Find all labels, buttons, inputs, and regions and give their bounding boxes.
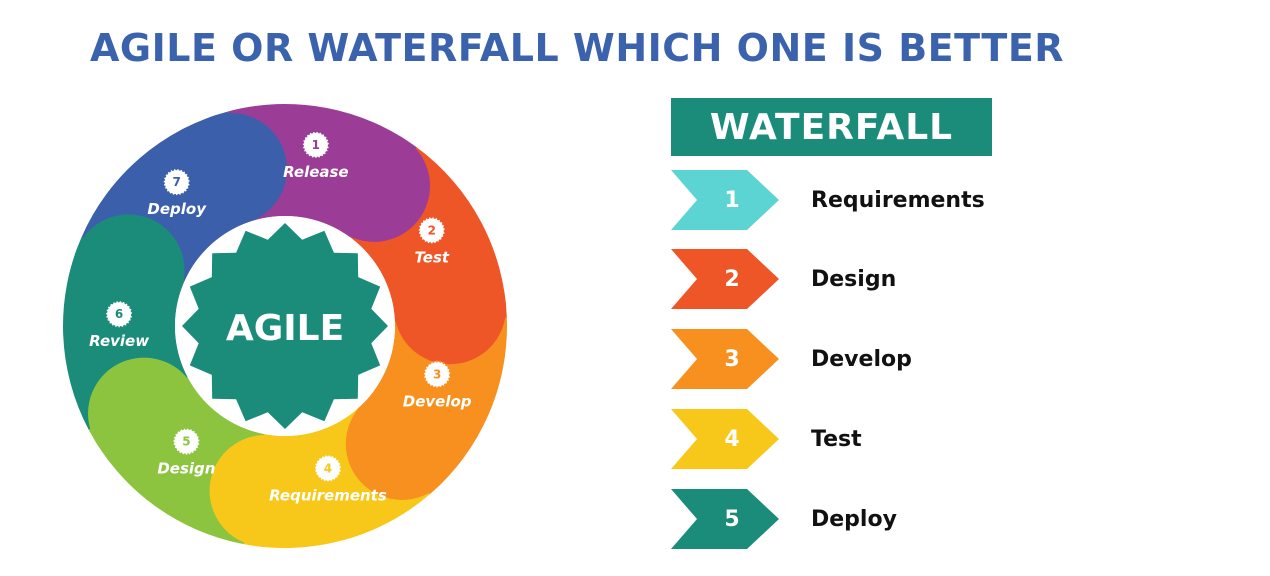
waterfall-step-label: Requirements	[811, 187, 985, 213]
agile-step-number-badge	[301, 130, 330, 159]
agile-step-label: Deploy	[147, 200, 207, 218]
agile-step-number: 1	[312, 138, 320, 152]
agile-step-number-badge	[417, 216, 446, 245]
waterfall-step-label: Test	[811, 426, 862, 452]
agile-step-label: Test	[414, 248, 449, 266]
agile-step-number-badge	[313, 454, 342, 483]
waterfall-step-number: 1	[724, 187, 740, 213]
waterfall-step: 1 Requirements	[671, 170, 1151, 230]
agile-step-number: 2	[428, 223, 436, 237]
agile-center-label: AGILE	[226, 308, 344, 349]
waterfall-step-label: Develop	[811, 346, 912, 372]
agile-segment-lobe-1	[318, 129, 431, 242]
agile-starburst-badge	[182, 223, 388, 429]
waterfall-step: 5 Deploy	[671, 489, 1151, 549]
page-title: AGILE OR WATERFALL WHICH ONE IS BETTER	[90, 26, 1065, 70]
waterfall-step: 2 Design	[671, 249, 1151, 309]
agile-step-number: 5	[182, 435, 190, 449]
agile-step-number-badge	[172, 427, 201, 456]
agile-step-label: Release	[283, 163, 349, 181]
chevron-arrow-icon	[671, 329, 779, 389]
agile-step-label: Review	[89, 332, 149, 350]
agile-segment-lobe-7	[174, 113, 287, 226]
waterfall-step-label: Deploy	[811, 506, 897, 532]
waterfall-step: 4 Test	[671, 409, 1151, 469]
chevron-arrow-icon	[671, 409, 779, 469]
agile-step-number-badge	[423, 360, 452, 389]
agile-segment-lobe-6	[72, 214, 185, 327]
waterfall-step: 3 Develop	[671, 329, 1151, 389]
agile-segment-lobe-3	[345, 387, 458, 500]
waterfall-step-number: 2	[724, 266, 740, 292]
agile-step-number: 6	[115, 307, 123, 321]
waterfall-step-number: 3	[724, 346, 740, 372]
agile-step-label: Develop	[403, 392, 472, 410]
agile-step-number-badge	[105, 300, 134, 329]
chevron-arrow-icon	[671, 489, 779, 549]
agile-step-label: Design	[157, 460, 215, 478]
chevron-arrow-icon	[671, 170, 779, 230]
waterfall-step-number: 5	[724, 506, 740, 532]
agile-step-number: 3	[433, 367, 441, 381]
agile-segment-lobe-4	[209, 434, 322, 547]
agile-step-number: 4	[324, 461, 332, 475]
agile-segment-lobe-5	[88, 357, 201, 470]
chevron-arrow-icon	[671, 249, 779, 309]
agile-step-number-badge	[162, 168, 191, 197]
agile-step-label: Requirements	[269, 486, 387, 504]
waterfall-step-label: Design	[811, 266, 897, 292]
waterfall-step-number: 4	[724, 426, 740, 452]
agile-step-number: 7	[173, 175, 181, 189]
waterfall-banner: WATERFALL	[671, 98, 992, 156]
agile-segment-lobe-2	[394, 252, 507, 365]
